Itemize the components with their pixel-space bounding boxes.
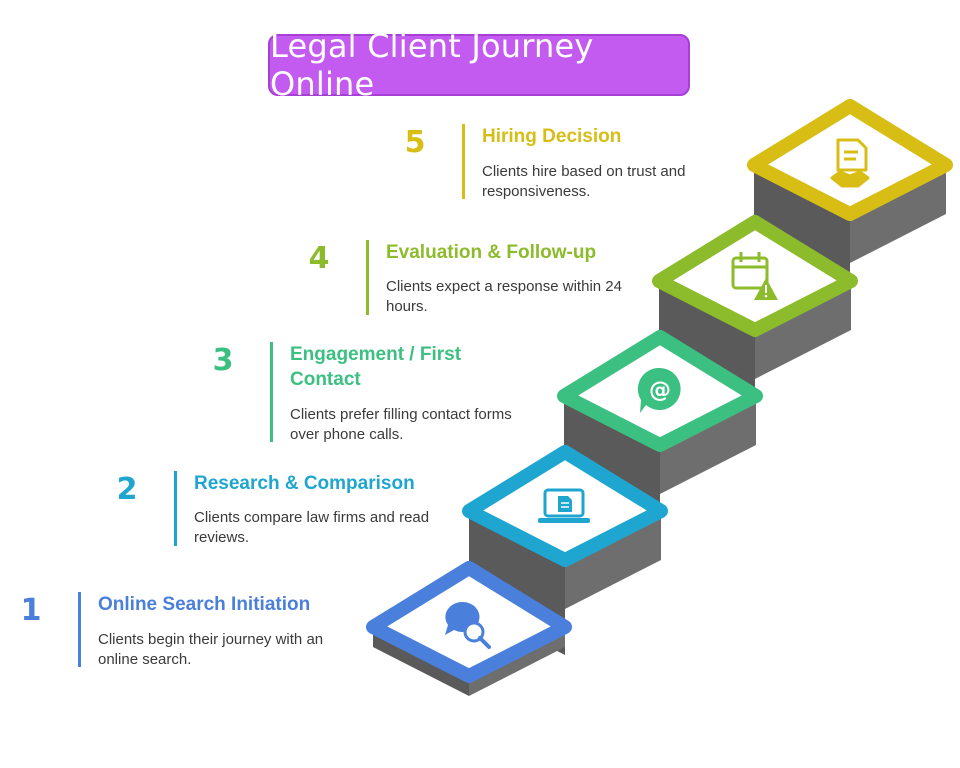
step-divider-2 xyxy=(174,471,177,546)
step-description-3: Clients prefer filling contact forms ove… xyxy=(290,406,512,443)
stair-step-4 xyxy=(652,215,858,425)
step-number-4: 4 xyxy=(308,241,330,276)
step-heading-5: Hiring Decision xyxy=(482,126,622,147)
contract-handshake-icon xyxy=(830,138,870,188)
stair-step-1 xyxy=(366,561,572,696)
step-divider-3 xyxy=(270,342,273,442)
step-number-5: 5 xyxy=(404,125,426,160)
step-heading-1: Online Search Initiation xyxy=(98,594,311,615)
svg-text:@: @ xyxy=(649,378,671,403)
page-title: Legal Client Journey Online xyxy=(270,27,594,103)
step-description-2: Clients compare law firms and read revie… xyxy=(194,509,430,546)
title-banner: Legal Client Journey Online xyxy=(268,27,690,103)
step-heading-3: Engagement / First Contact xyxy=(290,344,462,390)
calendar-warning-icon xyxy=(731,252,778,300)
step-number-3: 3 xyxy=(212,343,234,378)
step-number-1: 1 xyxy=(20,593,42,628)
step-heading-4: Evaluation & Follow-up xyxy=(386,242,597,263)
step-description-5: Clients hire based on trust and responsi… xyxy=(482,163,686,200)
search-chat-icon xyxy=(445,601,491,649)
step-description-1: Clients begin their journey with an onli… xyxy=(98,631,324,668)
step-divider-1 xyxy=(78,592,81,667)
email-at-icon: @ xyxy=(637,367,681,413)
step-number-2: 2 xyxy=(116,472,138,507)
step-heading-2: Research & Comparison xyxy=(194,473,415,494)
step-divider-5 xyxy=(462,124,465,199)
step-description-4: Clients expect a response within 24 hour… xyxy=(386,278,622,315)
laptop-document-icon xyxy=(538,488,590,523)
step-divider-4 xyxy=(366,240,369,315)
